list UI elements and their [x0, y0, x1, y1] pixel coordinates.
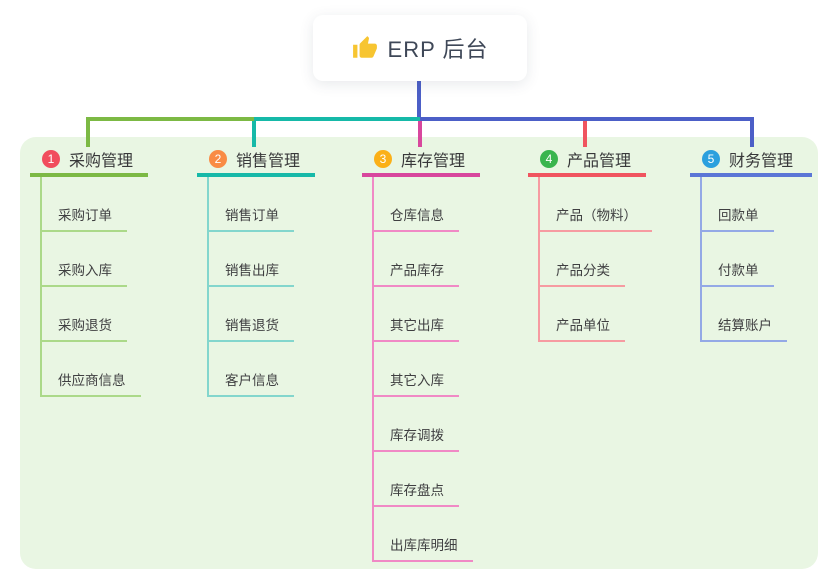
branch-item-label: 付款单 — [702, 259, 774, 287]
branch-item[interactable]: 客户信息 — [209, 342, 294, 397]
branch-item[interactable]: 库存盘点 — [374, 452, 473, 507]
bus-segment-right — [420, 117, 754, 121]
branch-label: 财务管理 — [729, 153, 794, 170]
branch-items: 仓库信息产品库存其它出库其它入库库存调拨库存盘点出库库明细 — [372, 177, 473, 562]
branch-inventory: 3 库存管理 仓库信息产品库存其它出库其它入库库存调拨库存盘点出库库明细 — [362, 145, 480, 562]
branch-item[interactable]: 付款单 — [702, 232, 787, 287]
branch-header-finance[interactable]: 5 财务管理 — [690, 145, 812, 177]
branch-item-label: 产品（物料） — [540, 204, 652, 232]
drop-line-purchase — [86, 117, 90, 147]
root-label: ERP 后台 — [387, 37, 489, 62]
root-node[interactable]: ERP 后台 — [313, 15, 527, 81]
branch-product: 4 产品管理 产品（物料） 产品分类产品单位 — [528, 145, 652, 342]
branch-item[interactable]: 销售订单 — [209, 177, 294, 232]
branch-label: 采购管理 — [69, 153, 134, 170]
branch-item[interactable]: 采购退货 — [42, 287, 141, 342]
branch-items: 回款单付款单结算账户 — [700, 177, 787, 342]
drop-line-product — [583, 121, 587, 147]
branch-number-badge: 2 — [209, 150, 227, 168]
branch-item[interactable]: 采购订单 — [42, 177, 141, 232]
branch-item-label: 销售退货 — [209, 314, 294, 342]
branch-items: 产品（物料） 产品分类产品单位 — [538, 177, 652, 342]
branch-header-purchase[interactable]: 1 采购管理 — [30, 145, 148, 177]
branch-finance: 5 财务管理 回款单付款单结算账户 — [690, 145, 812, 342]
branch-item-label: 销售出库 — [209, 259, 294, 287]
branch-sales: 2 销售管理 销售订单销售出库销售退货客户信息 — [197, 145, 315, 397]
branch-item[interactable]: 库存调拨 — [374, 397, 473, 452]
branch-item-label: 出库库明细 — [374, 534, 473, 562]
branch-header-sales[interactable]: 2 销售管理 — [197, 145, 315, 177]
branch-item-label: 供应商信息 — [42, 369, 141, 397]
branch-label: 库存管理 — [401, 153, 466, 170]
bus-segment-purchase — [86, 117, 254, 121]
branch-item-label: 结算账户 — [702, 314, 787, 342]
branch-item[interactable]: 回款单 — [702, 177, 787, 232]
branch-item-label: 库存调拨 — [374, 424, 459, 452]
branch-item-label: 仓库信息 — [374, 204, 459, 232]
drop-line-inventory — [418, 121, 422, 147]
branch-item[interactable]: 产品（物料） — [540, 177, 652, 232]
branch-item-label: 采购退货 — [42, 314, 127, 342]
branch-item[interactable]: 销售出库 — [209, 232, 294, 287]
background-panel — [20, 137, 818, 569]
branch-item-label: 产品库存 — [374, 259, 459, 287]
root-connector-line — [417, 81, 421, 117]
branch-item[interactable]: 产品分类 — [540, 232, 652, 287]
branch-item-label: 采购入库 — [42, 259, 127, 287]
branch-header-product[interactable]: 4 产品管理 — [528, 145, 646, 177]
branch-item[interactable]: 仓库信息 — [374, 177, 473, 232]
branch-item[interactable]: 其它出库 — [374, 287, 473, 342]
branch-item[interactable]: 供应商信息 — [42, 342, 141, 397]
branch-number-badge: 5 — [702, 150, 720, 168]
branch-item[interactable]: 产品单位 — [540, 287, 652, 342]
branch-item[interactable]: 结算账户 — [702, 287, 787, 342]
branch-item-label: 采购订单 — [42, 204, 127, 232]
branch-item-label: 产品单位 — [540, 314, 625, 342]
branch-number-badge: 1 — [42, 150, 60, 168]
drop-line-sales — [252, 121, 256, 147]
branch-items: 销售订单销售出库销售退货客户信息 — [207, 177, 294, 397]
branch-item-label: 回款单 — [702, 204, 774, 232]
drop-line-finance — [750, 117, 754, 147]
branch-item[interactable]: 销售退货 — [209, 287, 294, 342]
branch-item-label: 库存盘点 — [374, 479, 459, 507]
branch-number-badge: 4 — [540, 150, 558, 168]
branch-item-label: 销售订单 — [209, 204, 294, 232]
branch-item-label: 客户信息 — [209, 369, 294, 397]
branch-item[interactable]: 其它入库 — [374, 342, 473, 397]
branch-item[interactable]: 产品库存 — [374, 232, 473, 287]
branch-label: 产品管理 — [567, 153, 632, 170]
branch-item-label: 其它入库 — [374, 369, 459, 397]
branch-items: 采购订单采购入库采购退货供应商信息 — [40, 177, 141, 397]
branch-item-label: 产品分类 — [540, 259, 625, 287]
branch-label: 销售管理 — [236, 153, 301, 170]
branch-item[interactable]: 出库库明细 — [374, 507, 473, 562]
branch-item[interactable]: 采购入库 — [42, 232, 141, 287]
bus-segment-sales — [254, 117, 420, 121]
branch-header-inventory[interactable]: 3 库存管理 — [362, 145, 480, 177]
branch-purchase: 1 采购管理 采购订单采购入库采购退货供应商信息 — [30, 145, 148, 397]
branch-number-badge: 3 — [374, 150, 392, 168]
branch-item-label: 其它出库 — [374, 314, 459, 342]
thumbs-up-icon — [352, 36, 377, 58]
